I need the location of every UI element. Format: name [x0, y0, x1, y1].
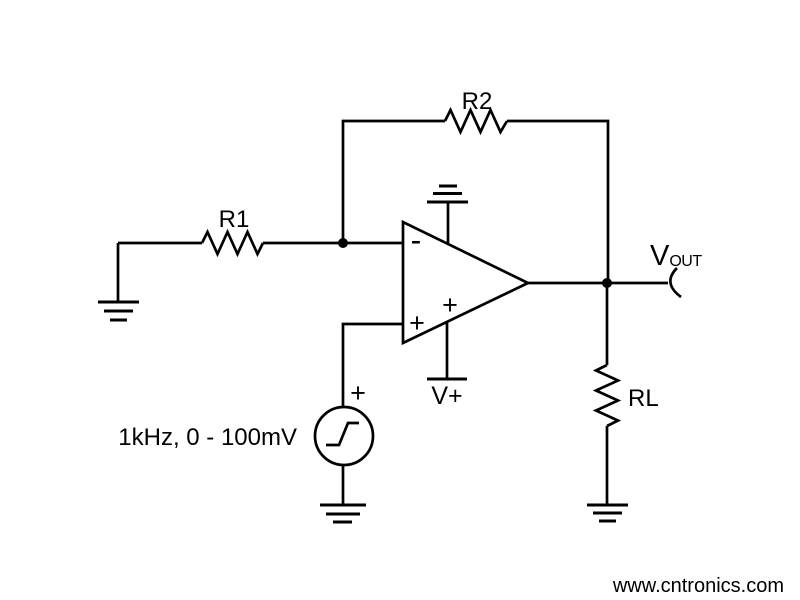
- feedback-wire-right: [507, 119, 610, 283]
- opamp-minus-sign: -: [411, 222, 422, 258]
- resistor-r1-icon: [200, 228, 265, 258]
- step-waveform-icon: [326, 421, 359, 447]
- watermark: www.cntronics.com: [612, 575, 784, 597]
- label-vout-sub: OUT: [669, 253, 702, 270]
- ground-icon: [320, 503, 366, 524]
- source-plus-sign: +: [350, 378, 366, 408]
- opamp-triangle: [401, 219, 532, 346]
- ground-icon: [427, 184, 468, 204]
- ground-icon: [587, 503, 628, 523]
- junction-dot: [602, 278, 612, 288]
- resistor-r2-icon: [443, 106, 509, 136]
- ground-icon: [98, 300, 139, 322]
- circuit-labels: R1 R2 RL V+ VOUT 1kHz, 0 - 100mV + - + +: [118, 88, 703, 451]
- feedback-wire-left: [341, 119, 445, 243]
- opamp-plus-supply-sign: +: [442, 290, 458, 320]
- label-source-value: 1kHz, 0 - 100mV: [118, 424, 297, 451]
- label-r1: R1: [219, 206, 250, 233]
- label-rl: RL: [628, 385, 659, 412]
- output-terminal-icon: [669, 267, 682, 299]
- junction-dot: [338, 238, 348, 248]
- label-vout: VOUT: [650, 240, 702, 272]
- label-r2: R2: [462, 88, 493, 115]
- opamp-plus-input-sign: +: [409, 308, 425, 338]
- circuit-wires: [98, 106, 682, 524]
- label-vout-main: V: [650, 240, 670, 272]
- noninverting-wire: [341, 322, 403, 407]
- label-vplus: V+: [431, 382, 462, 410]
- resistor-rl-icon: [592, 363, 622, 428]
